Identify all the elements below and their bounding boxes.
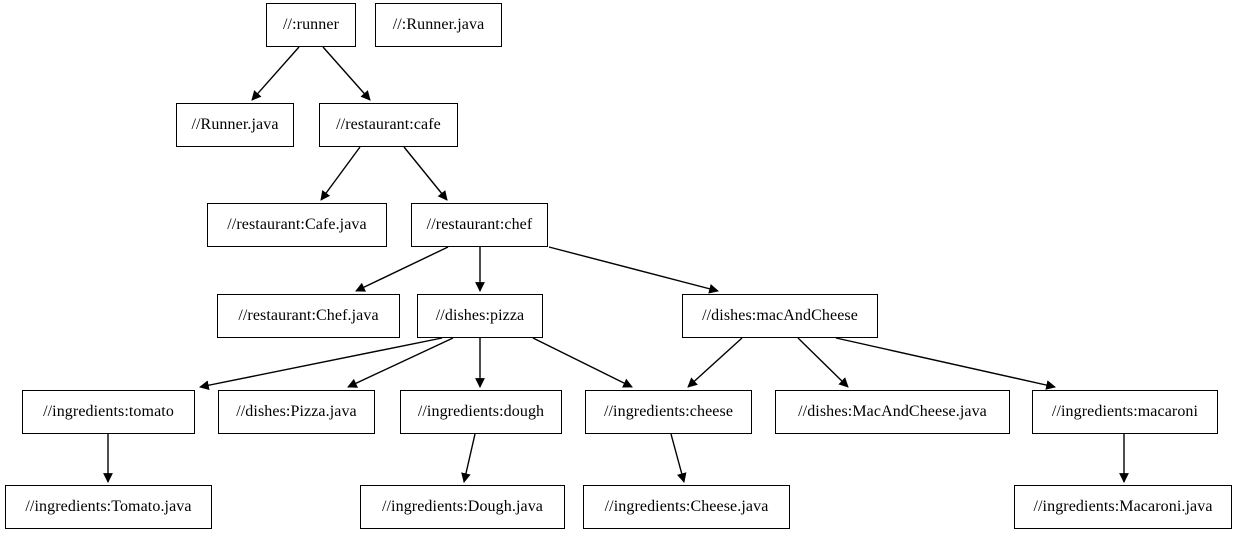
graph-node-macaroni_java[interactable]: //ingredients:Macaroni.java [1014, 485, 1232, 529]
graph-node-label: //dishes:MacAndCheese.java [798, 403, 987, 420]
graph-node-runner_java_root[interactable]: //:Runner.java [375, 3, 502, 47]
graph-node-cheese_java[interactable]: //ingredients:Cheese.java [583, 485, 790, 529]
graph-node-label: //restaurant:cafe [336, 116, 441, 133]
graph-node-restaurant_chef[interactable]: //restaurant:chef [411, 203, 548, 247]
graph-node-label: //ingredients:macaroni [1051, 403, 1199, 420]
graph-node-label: //dishes:Pizza.java [236, 403, 357, 420]
graph-node-dishes_pizza_java[interactable]: //dishes:Pizza.java [218, 390, 375, 434]
graph-node-label: //ingredients:Macaroni.java [1033, 498, 1213, 515]
graph-node-label: //ingredients:Tomato.java [25, 498, 192, 515]
graph-node-label: //dishes:macAndCheese [702, 307, 858, 324]
graph-node-dishes_macandcheese[interactable]: //dishes:macAndCheese [682, 294, 878, 338]
graph-node-runner[interactable]: //:runner [266, 3, 356, 47]
graph-node-label: //dishes:pizza [435, 307, 525, 324]
graph-node-restaurant_cafe[interactable]: //restaurant:cafe [319, 103, 458, 147]
graph-node-label: //ingredients:cheese [603, 403, 734, 420]
graph-node-label: //:runner [283, 16, 339, 33]
graph-node-label: //:Runner.java [392, 16, 485, 33]
graph-node-label: //restaurant:Chef.java [238, 307, 379, 324]
graph-node-label: //Runner.java [191, 116, 279, 133]
graph-node-label: //ingredients:Dough.java [381, 498, 544, 515]
graph-node-label: //restaurant:Cafe.java [227, 216, 367, 233]
graph-node-label: //ingredients:tomato [43, 403, 174, 420]
graph-node-ingredients_macaroni[interactable]: //ingredients:macaroni [1032, 390, 1218, 434]
graph-node-ingredients_dough[interactable]: //ingredients:dough [400, 390, 562, 434]
graph-node-label: //restaurant:chef [426, 216, 533, 233]
graph-node-dishes_mac_java[interactable]: //dishes:MacAndCheese.java [775, 390, 1010, 434]
graph-node-label: //ingredients:Cheese.java [604, 498, 769, 515]
graph-node-dough_java[interactable]: //ingredients:Dough.java [360, 485, 565, 529]
graph-node-ingredients_cheese[interactable]: //ingredients:cheese [585, 390, 752, 434]
graph-node-tomato_java[interactable]: //ingredients:Tomato.java [5, 485, 212, 529]
graph-node-ingredients_tomato[interactable]: //ingredients:tomato [22, 390, 195, 434]
graph-node-restaurant_cafe_java[interactable]: //restaurant:Cafe.java [207, 203, 387, 247]
graph-node-dishes_pizza[interactable]: //dishes:pizza [417, 294, 543, 338]
graph-node-restaurant_chef_java[interactable]: //restaurant:Chef.java [217, 294, 400, 338]
graph-node-runner_java[interactable]: //Runner.java [176, 103, 294, 147]
graph-node-label: //ingredients:dough [417, 403, 545, 420]
